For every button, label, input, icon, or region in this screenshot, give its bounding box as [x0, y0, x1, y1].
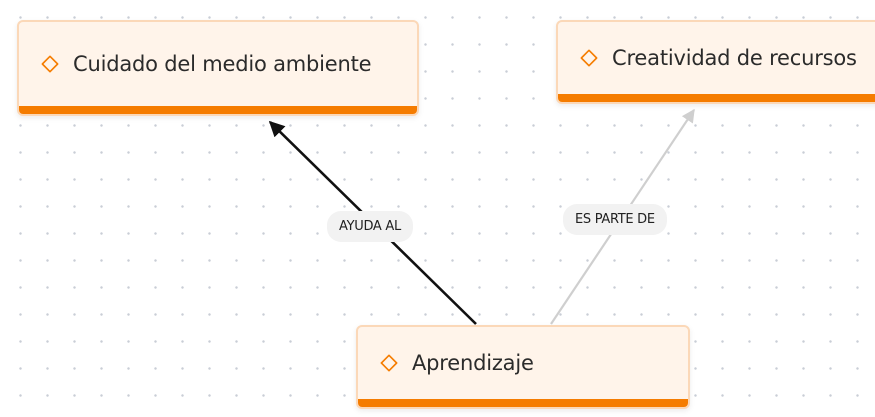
diamond-icon — [41, 55, 59, 73]
edge-label-es-parte-de[interactable]: ES PARTE DE — [563, 204, 667, 235]
node-label: Creatividad de recursos — [612, 46, 857, 70]
node-creatividad-de-recursos[interactable]: Creatividad de recursos — [556, 20, 875, 104]
node-cuidado-del-medio-ambiente[interactable]: Cuidado del medio ambiente — [17, 20, 419, 116]
node-label: Aprendizaje — [412, 351, 534, 375]
diamond-icon — [580, 49, 598, 67]
edge-label-ayuda-al[interactable]: AYUDA AL — [327, 211, 413, 242]
node-aprendizaje[interactable]: Aprendizaje — [356, 325, 690, 409]
node-label: Cuidado del medio ambiente — [73, 52, 372, 76]
diamond-icon — [380, 354, 398, 372]
